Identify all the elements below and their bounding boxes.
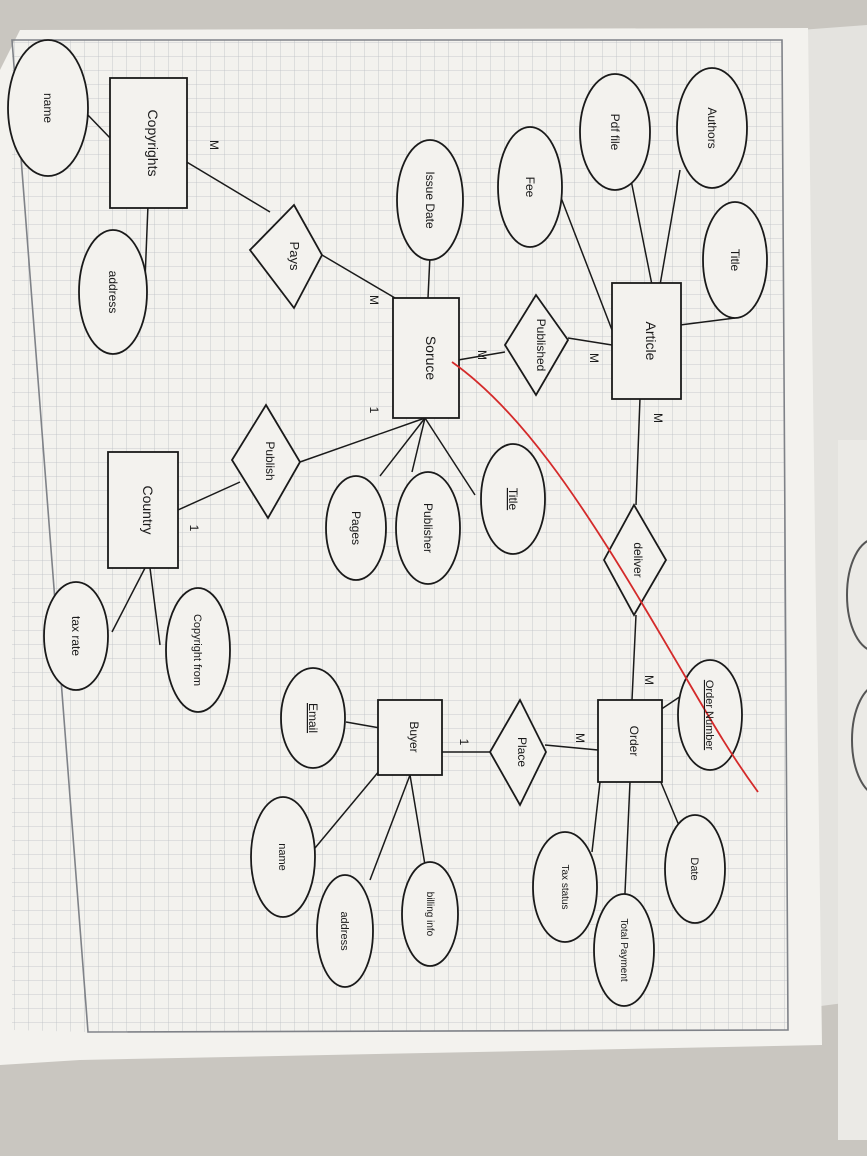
attr-pages-label: Pages [349,511,363,545]
attr-buyer-address-label: address [338,911,350,951]
entity-source-box [392,297,460,419]
attr-billing-info-label: billing info [424,892,435,937]
card-copyrights-pays: M [207,140,221,150]
attr-pdf-file-label: Pdf file [608,114,622,151]
rel-place-label: Place [515,737,529,767]
card-order-place: M [573,733,587,743]
attr-buyer-address-oval [316,874,374,988]
card-country-publish: 1 [187,525,201,532]
attr-authors-oval [676,67,748,189]
attr-tax-rate-label: tax rate [69,616,83,656]
card-buyer-place: 1 [457,739,471,746]
attr-publisher-oval [395,471,461,585]
attr-copyright-from-oval [165,587,231,713]
rel-deliver-diamond [602,503,668,617]
rel-published-diamond [503,293,570,397]
attr-tax-status-oval [532,831,598,943]
entity-copyrights-label: Copyrights [145,110,161,177]
entity-country-label: Country [140,485,156,534]
attr-article-title-oval [702,201,768,319]
relationship-labels: Pays Published Publish deliver Place [263,242,645,768]
connectors [84,111,736,916]
rel-pays-diamond [248,203,324,310]
attr-copyrights-address-label: address [106,271,120,314]
card-source-pays: M [367,295,381,305]
attribute-labels: name address Authors Pdf file Fee Issue … [41,93,742,982]
attr-issue-date-oval [396,139,464,261]
card-article-published: M [587,353,601,363]
attr-fee-oval [497,126,563,248]
offcut-oval-1 [846,540,867,650]
attr-billing-info-oval [401,861,459,967]
attr-date-label: Date [688,857,700,880]
attr-buyer-name-label: name [276,843,288,871]
card-article-deliver: M [651,413,665,423]
card-order-deliver: M [642,675,656,685]
attr-pdf-file-oval [579,73,651,191]
attr-tax-status-label: Tax status [559,864,570,909]
attr-authors-label: Authors [705,107,719,148]
entity-country-box [107,451,179,569]
rel-publish-label: Publish [263,441,277,480]
offcut-oval-2 [851,688,867,792]
relationship-diamonds [230,203,668,807]
rel-published-label: Published [534,319,548,372]
attr-order-number-label: Order Number [703,680,715,751]
attr-buyer-name-oval [250,796,316,918]
attr-issue-date-label: Issue Date [423,171,437,229]
attr-date-oval [664,814,726,924]
attr-publisher-label: Publisher [421,503,435,553]
attr-email-oval [280,667,346,769]
red-annotation-line [451,361,759,793]
card-source-publish: 1 [367,407,381,414]
entity-source-label: Soruce [423,336,439,381]
attr-total-payment-label: Total Payment [618,918,629,982]
card-source-published: M [475,350,489,360]
entity-buyer-label: Buyer [407,721,421,752]
entity-order-box [597,699,663,783]
side-paper [838,440,867,1140]
attr-article-title-label: Title [728,249,742,272]
entity-article-box [611,282,682,400]
grid-border [11,39,789,1033]
attr-order-number-oval [677,659,743,771]
rel-publish-diamond [230,403,302,520]
attr-copyrights-address-oval [78,229,148,355]
attr-copyrights-name-oval [7,39,89,177]
cardinality-labels: M M M M 1 1 M M M 1 [187,140,665,746]
entity-copyrights-box [109,77,188,209]
entity-order-label: Order [627,726,641,757]
entity-buyer-box [377,699,443,776]
entity-article-label: Article [643,322,659,361]
attr-source-title-oval [480,443,546,555]
attr-email-label: Email [306,703,320,733]
attr-copyrights-name-label: name [41,93,55,123]
attribute-ovals [7,39,768,1007]
attr-total-payment-oval [593,893,655,1007]
entity-labels: Copyrights Article Soruce Country Buyer … [140,110,659,757]
attr-source-title-label: Title [506,488,520,511]
rel-pays-label: Pays [287,242,302,271]
rel-deliver-label: deliver [631,542,645,577]
rel-place-diamond [488,698,548,807]
attr-tax-rate-oval [43,581,109,691]
attr-fee-label: Fee [523,177,537,198]
entity-boxes [107,77,682,783]
attr-copyright-from-label: Copyright from [191,614,203,686]
attr-pages-oval [325,475,387,581]
